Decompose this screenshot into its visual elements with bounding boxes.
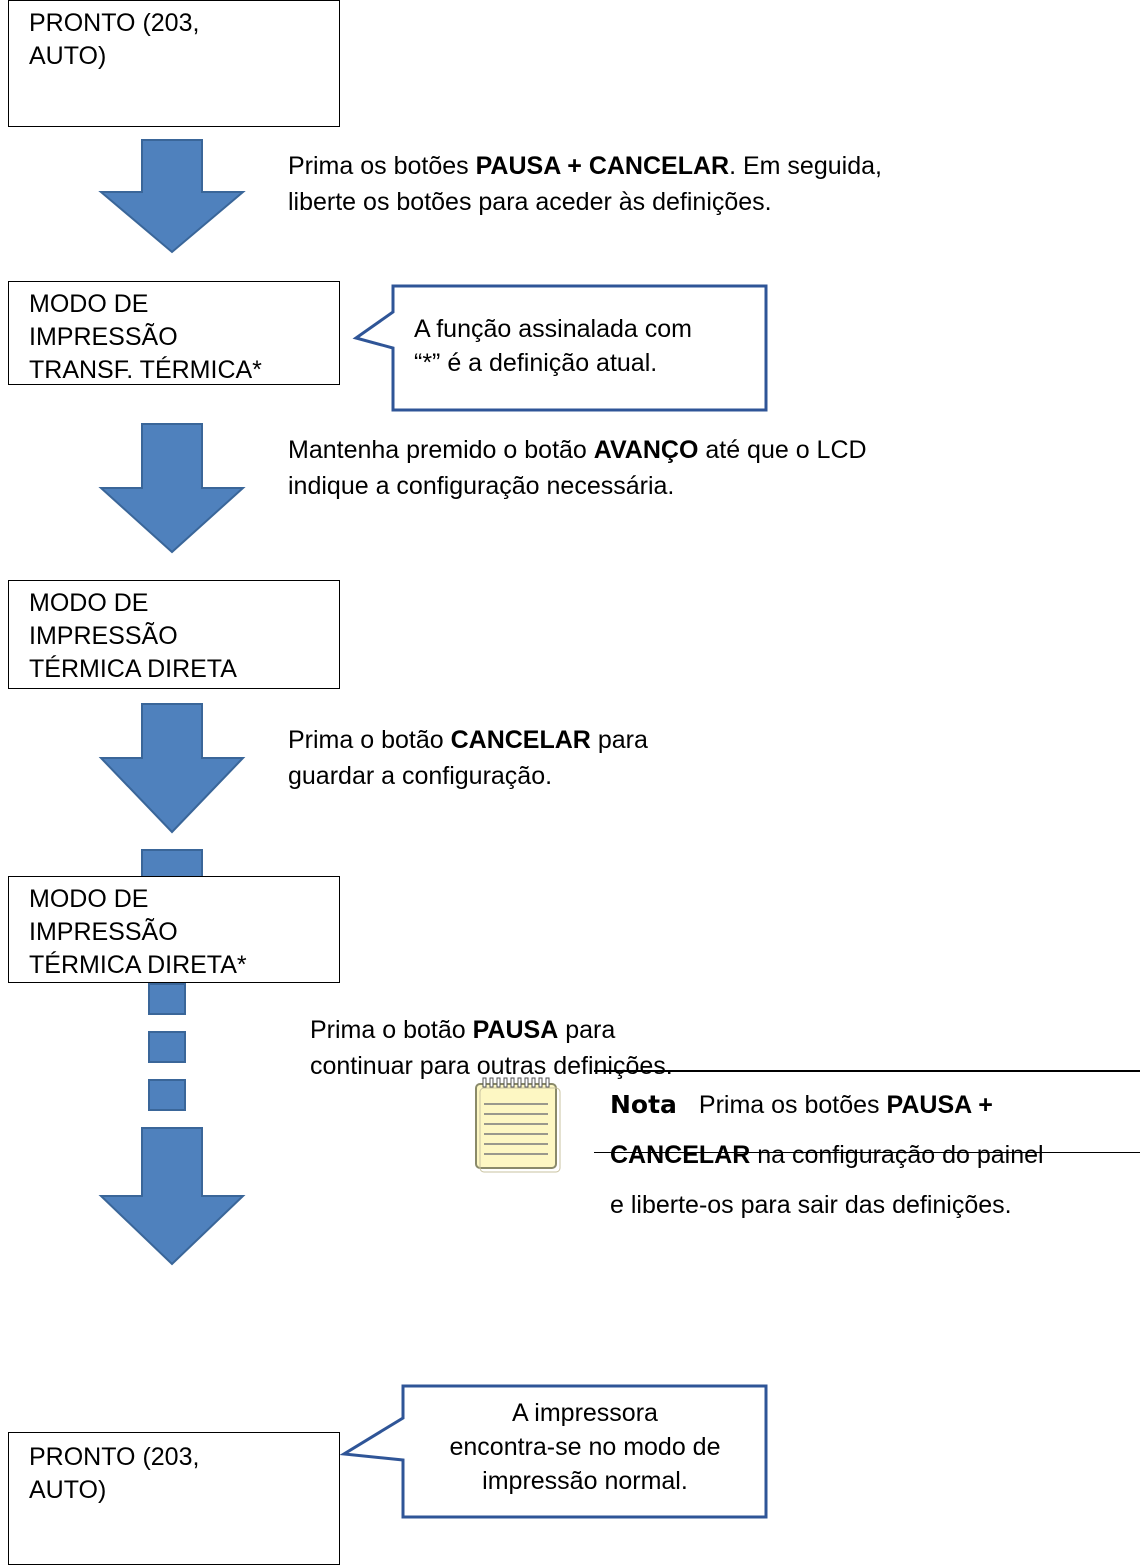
lcd-line: MODO DE [29,290,149,318]
down-arrow-2 [98,423,246,554]
step-instruction-2: Mantenha premido o botão AVANÇO até que … [288,432,867,504]
lcd-line: TÉRMICA DIRETA* [29,951,247,979]
lcd-line: AUTO) [29,42,107,70]
lcd-box-print-mode-direct: MODO DE IMPRESSÃO TÉRMICA DIRETA [8,580,340,689]
callout-bubble-2 [339,1384,768,1519]
callout-line: A impressora [512,1399,658,1427]
step-button-name: AVANÇO [593,436,699,464]
notepad-icon [475,1077,561,1173]
step-text: Prima o botão [288,726,451,754]
down-arrow-1 [98,139,246,254]
step-text: continuar para outras definições. [310,1052,673,1080]
callout-line: encontra-se no modo de [449,1433,721,1461]
step-text: Prima o botão [310,1016,473,1044]
step-text: Mantenha premido o botão [288,436,594,464]
note-button-name: CANCELAR [610,1141,751,1169]
callout-line: “*” é a definição atual. [414,349,658,377]
step-button-name: PAUSA + CANCELAR [475,152,730,180]
lcd-line: PRONTO (203, [29,9,200,37]
lcd-line: TRANSF. TÉRMICA* [29,356,262,384]
callout-line: impressão normal. [482,1467,688,1495]
note-line: Prima os botões [698,1091,887,1119]
note-text: Nota Prima os botões PAUSA + CANCELAR na … [610,1080,1044,1230]
note-bottom-rule [594,1152,1140,1153]
continuation-square-1 [148,983,186,1015]
step-button-name: CANCELAR [450,726,591,754]
lcd-line: IMPRESSÃO [29,323,178,351]
lcd-box-print-mode-saved: MODO DE IMPRESSÃO TÉRMICA DIRETA* [8,876,340,983]
step-instruction-4: Prima o botão PAUSA para continuar para … [310,1012,673,1084]
lcd-line: IMPRESSÃO [29,622,178,650]
down-arrow-5 [98,1127,246,1266]
note-top-rule [594,1070,1140,1072]
step-text: para [590,726,648,754]
step-text: até que o LCD [698,436,867,464]
note-button-name: PAUSA + [886,1091,993,1119]
callout-bubble-1 [352,284,768,412]
continuation-square-3 [148,1079,186,1111]
lcd-line: TÉRMICA DIRETA [29,655,237,683]
step-text: Prima os botões [288,152,476,180]
lcd-line: IMPRESSÃO [29,918,178,946]
lcd-box-ready-start: PRONTO (203, AUTO) [8,0,340,127]
step-text: para [558,1016,616,1044]
lcd-line: AUTO) [29,1476,107,1504]
step-instruction-3: Prima o botão CANCELAR para guardar a co… [288,722,648,794]
step-text: guardar a configuração. [288,762,553,790]
step-instruction-1: Prima os botões PAUSA + CANCELAR. Em seg… [288,148,882,220]
lcd-box-print-mode-current: MODO DE IMPRESSÃO TRANSF. TÉRMICA* [8,281,340,385]
lcd-line: MODO DE [29,885,149,913]
note-label: Nota [610,1090,677,1119]
continuation-square-2 [148,1031,186,1063]
lcd-box-ready-end: PRONTO (203, AUTO) [8,1432,340,1565]
note-line: e liberte-os para sair das definições. [610,1191,1012,1219]
step-text: . Em seguida, [729,152,882,180]
step-text: indique a configuração necessária. [288,472,675,500]
step-text: liberte os botões para aceder às definiç… [288,188,772,216]
note-line: na configuração do painel [750,1141,1044,1169]
callout-line: A função assinalada com [414,315,692,343]
callout-text-current-setting: A função assinalada com “*” é a definiçã… [414,312,754,380]
callout-text-normal-mode: A impressora encontra-se no modo de impr… [405,1396,765,1498]
step-button-name: PAUSA [472,1016,559,1044]
lcd-line: MODO DE [29,589,149,617]
down-arrow-3 [98,703,246,834]
lcd-line: PRONTO (203, [29,1443,200,1471]
